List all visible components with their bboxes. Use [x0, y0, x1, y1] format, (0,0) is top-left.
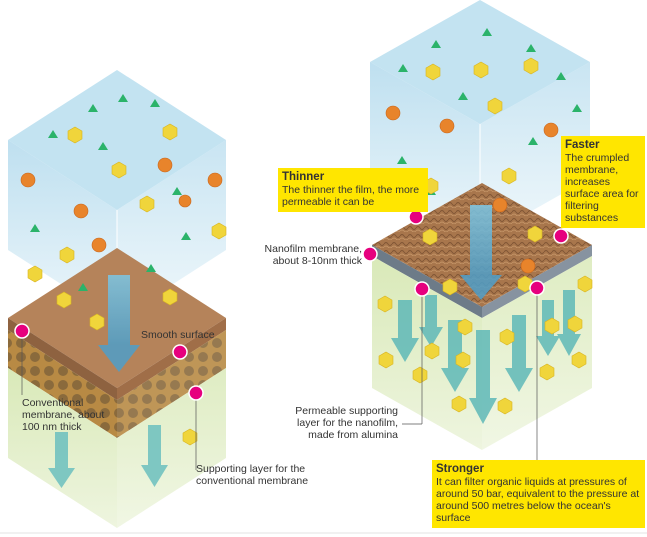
callout-faster: Faster The crumpled membrane, increases …: [561, 136, 645, 228]
left-flow-arrow: [98, 275, 140, 372]
marker-thinner: [408, 209, 424, 225]
left-membrane-left: [8, 318, 117, 400]
marker-nanofilm: [362, 246, 378, 262]
right-sky-left-face: [370, 62, 480, 240]
right-particles: [377, 28, 593, 415]
callout-stronger: Stronger It can filter organic liquids a…: [432, 460, 645, 528]
callout-stronger-body: It can filter organic liquids at pressur…: [436, 476, 640, 524]
marker-conventional-membrane: [14, 323, 30, 339]
left-particles: [20, 94, 227, 446]
label-conventional-membrane: Conventional membrane, about 100 nm thic…: [22, 397, 105, 433]
label-supporting-layer: Supporting layer for the conventional me…: [196, 463, 309, 487]
label-smooth-surface: Smooth surface: [141, 329, 215, 341]
right-column: [362, 0, 593, 460]
right-flow-arrow: [460, 205, 502, 300]
right-membrane-left: [372, 245, 482, 318]
marker-permeable-support: [414, 281, 430, 297]
callout-faster-title: Faster: [565, 139, 600, 151]
left-green-right: [117, 368, 226, 528]
marker-smooth-surface: [172, 344, 188, 360]
callout-thinner-title: Thinner: [282, 171, 325, 183]
callout-faster-body: The crumpled membrane, increases surface…: [565, 152, 639, 224]
left-column: [8, 70, 227, 528]
marker-faster: [553, 228, 569, 244]
left-teal-arrows: [48, 425, 168, 488]
callout-thinner-body: The thinner the film, the more permeable…: [282, 184, 420, 208]
marker-supporting-layer: [188, 385, 204, 401]
marker-stronger: [529, 280, 545, 296]
left-membrane-right: [117, 318, 226, 400]
right-teal-arrows: [391, 290, 581, 424]
left-support-right: [117, 330, 226, 438]
callout-thinner: Thinner The thinner the film, the more p…: [278, 168, 428, 212]
right-sky-right-face: [480, 62, 590, 240]
left-support-left: [8, 330, 117, 438]
label-nanofilm-membrane: Nanofilm membrane, about 8-10nm thick: [264, 243, 362, 267]
callout-stronger-title: Stronger: [436, 463, 484, 475]
label-permeable-support: Permeable supporting layer for the nanof…: [295, 405, 398, 441]
